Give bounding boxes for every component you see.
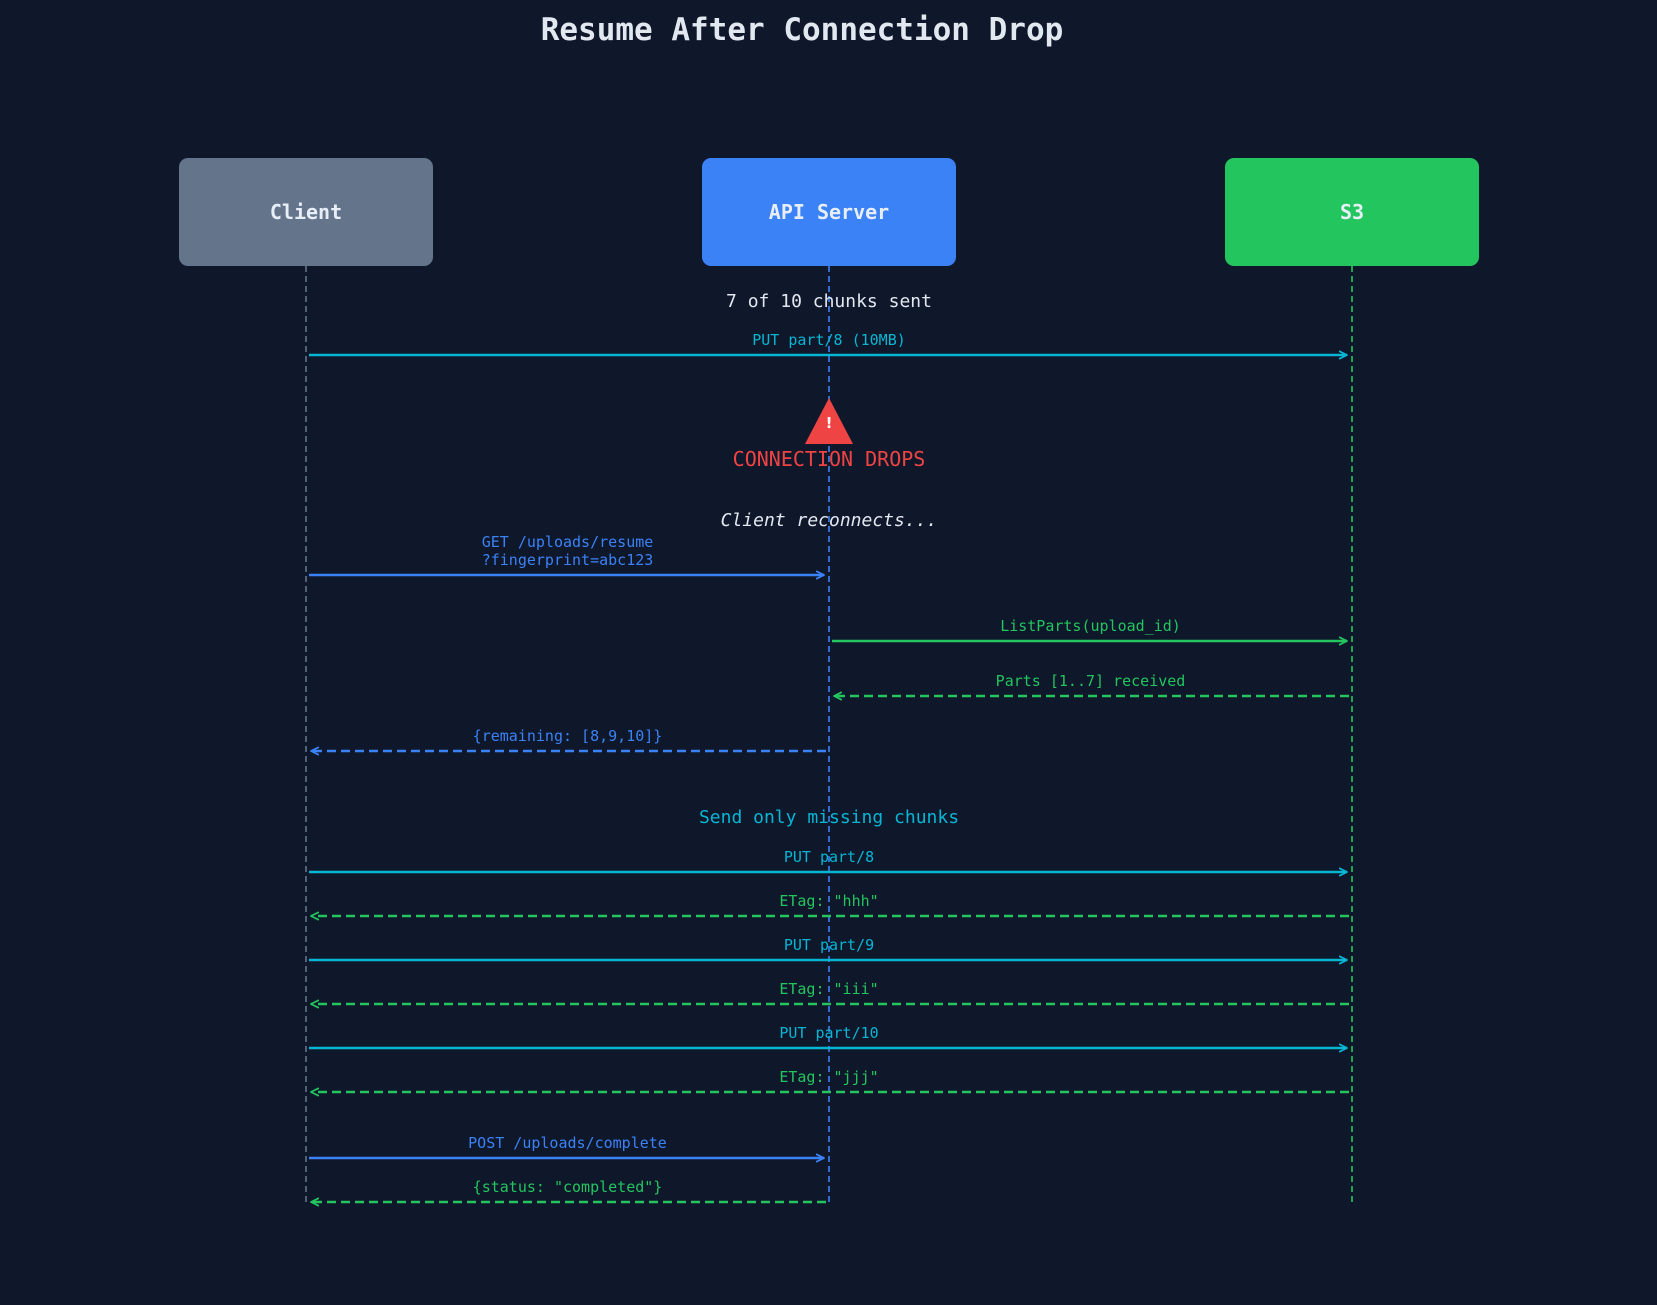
actor-api: API Server — [702, 158, 956, 266]
message-label: PUT part/8 — [784, 848, 874, 866]
warning-triangle-icon — [805, 398, 853, 444]
message-5: {remaining: [8,9,10]} — [310, 727, 826, 756]
message-label: ETag: "hhh" — [779, 892, 878, 910]
message-label: Parts [1..7] received — [996, 672, 1186, 690]
messages: PUT part/8 (10MB) GET /uploads/resume?fin… — [309, 331, 1349, 1207]
message-label: PUT part/8 (10MB) — [752, 331, 906, 349]
diagram-title: Resume After Connection Drop — [541, 12, 1064, 48]
warning-exclamation: ! — [826, 414, 833, 432]
message-12: POST /uploads/complete — [309, 1134, 825, 1163]
message-label: ?fingerprint=abc123 — [482, 551, 654, 569]
message-label: {remaining: [8,9,10]} — [473, 727, 663, 745]
actor-box-client — [179, 158, 433, 266]
message-10: PUT part/10 — [309, 1024, 1348, 1053]
actor-s3: S3 — [1225, 158, 1479, 266]
message-13: {status: "completed"} — [310, 1178, 826, 1207]
actor-box-s3 — [1225, 158, 1479, 266]
message-label: ETag: "iii" — [779, 980, 878, 998]
message-8: PUT part/9 — [309, 936, 1348, 965]
actor-label-client: Client — [270, 200, 342, 224]
message-9: ETag: "iii" — [310, 980, 1349, 1009]
message-label: GET /uploads/resume — [482, 533, 654, 551]
actor-label-s3: S3 — [1340, 200, 1364, 224]
message-label: ListParts(upload_id) — [1000, 617, 1181, 635]
message-4: Parts [1..7] received — [833, 672, 1349, 701]
reconnects-note: Client reconnects... — [721, 510, 938, 531]
message-7: ETag: "hhh" — [310, 892, 1349, 921]
actor-label-api: API Server — [769, 200, 889, 224]
message-1: PUT part/8 (10MB) — [309, 331, 1348, 360]
send-missing-note: Send only missing chunks — [699, 807, 959, 828]
actor-boxes: Client API Server S3 — [179, 158, 1479, 266]
message-label: PUT part/9 — [784, 936, 874, 954]
message-3: ListParts(upload_id) — [832, 617, 1348, 646]
connection-drops-label: CONNECTION DROPS — [733, 447, 926, 471]
message-label: ETag: "jjj" — [779, 1068, 878, 1086]
message-label: POST /uploads/complete — [468, 1134, 667, 1152]
actor-client: Client — [179, 158, 433, 266]
connection-drop-marker: ! CONNECTION DROPS — [733, 398, 926, 471]
message-2: GET /uploads/resume?fingerprint=abc123 — [309, 533, 825, 580]
actor-box-api — [702, 158, 956, 266]
progress-note: 7 of 10 chunks sent — [726, 291, 932, 312]
message-label: {status: "completed"} — [473, 1178, 663, 1196]
message-label: PUT part/10 — [779, 1024, 878, 1042]
message-11: ETag: "jjj" — [310, 1068, 1349, 1097]
message-6: PUT part/8 — [309, 848, 1348, 877]
